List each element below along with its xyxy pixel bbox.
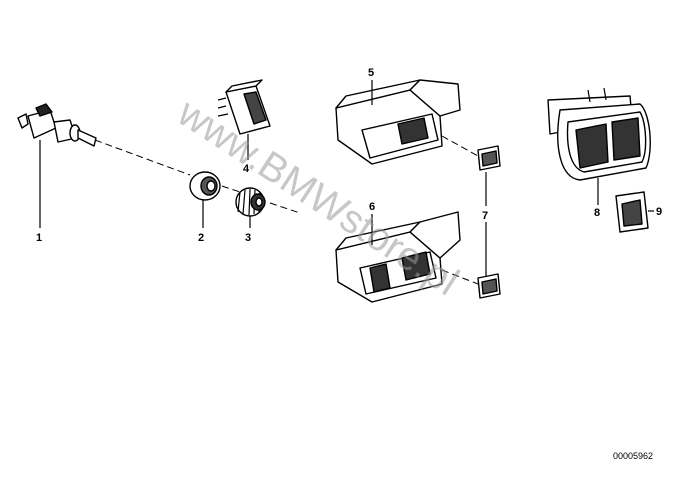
callout-7: 7 [482, 210, 488, 222]
part-9-switch-cap [615, 191, 654, 233]
callout-5: 5 [368, 67, 374, 79]
part-1-toggle-switch [17, 103, 97, 228]
callout-2: 2 [198, 232, 204, 244]
part-7-switch-caps [441, 135, 501, 299]
part-4-rocker-switch [217, 79, 271, 160]
callout-8: 8 [594, 207, 600, 219]
part-3-knurled-nut [235, 187, 266, 228]
callout-3: 3 [245, 232, 251, 244]
part-5-switch-housing-upper [335, 79, 461, 165]
part-8-double-switch [547, 87, 651, 205]
document-number: 00005962 [613, 451, 653, 461]
part-6-switch-housing-lower [335, 211, 461, 303]
part-2-bezel-ring [189, 171, 221, 228]
callout-9: 9 [656, 206, 662, 218]
callout-1: 1 [36, 232, 42, 244]
callout-6: 6 [369, 201, 375, 213]
callout-4: 4 [243, 163, 250, 175]
assembly-centerline [94, 139, 301, 214]
